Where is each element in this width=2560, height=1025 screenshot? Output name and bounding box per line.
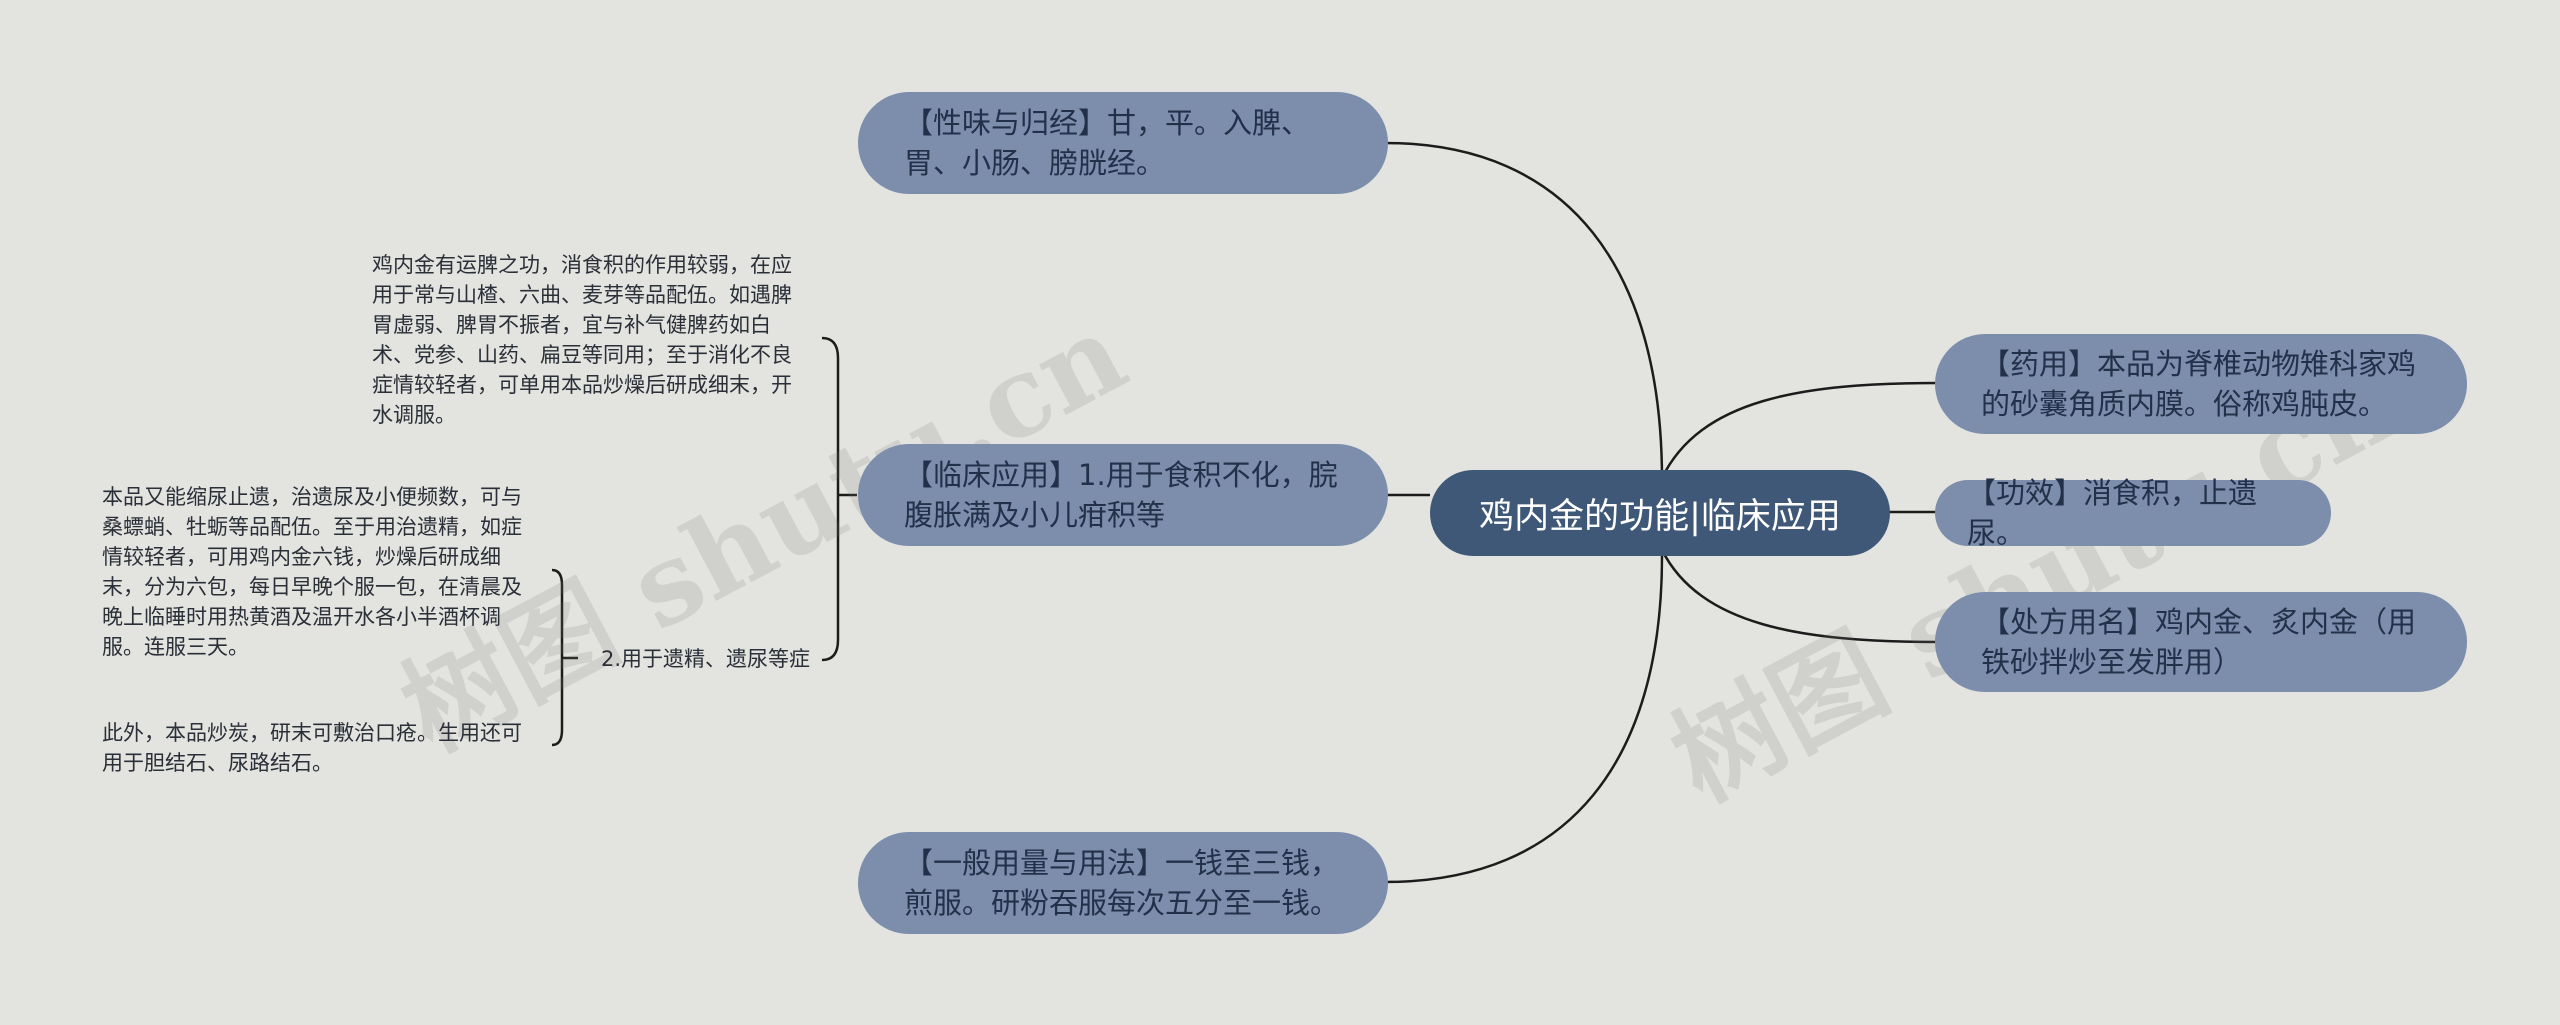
link-root-dosage	[1384, 555, 1664, 884]
branch-clinical[interactable]: 【临床应用】1.用于食积不化，脘腹胀满及小儿疳积等	[858, 444, 1388, 546]
note-enuresis-text: 本品又能缩尿止遗，治遗尿及小便频数，可与桑螵蛸、牡蛎等品配伍。至于用治遗精，如症…	[102, 485, 522, 659]
note-enuresis[interactable]: 本品又能缩尿止遗，治遗尿及小便频数，可与桑螵蛸、牡蛎等品配伍。至于用治遗精，如症…	[102, 482, 538, 659]
branch-dosage-label: 【一般用量与用法】一钱至三钱，煎服。研粉吞服每次五分至一钱。	[904, 846, 1340, 920]
link-root-prescription	[1660, 549, 1939, 644]
sub-topic-enuresis-label: 2.用于遗精、遗尿等症	[600, 647, 810, 671]
branch-prescription[interactable]: 【处方用名】鸡内金、炙内金（用铁砂拌炒至发胖用）	[1935, 592, 2467, 692]
branch-dosage[interactable]: 【一般用量与用法】一钱至三钱，煎服。研粉吞服每次五分至一钱。	[858, 832, 1388, 934]
link-root-source	[1660, 381, 1939, 479]
link-clinical-bracket	[821, 336, 857, 662]
link-sub2-bracket	[551, 568, 578, 747]
link-root-nature	[1384, 141, 1664, 481]
sub-topic-enuresis[interactable]: 2.用于遗精、遗尿等症	[580, 642, 810, 674]
branch-clinical-label: 【临床应用】1.用于食积不化，脘腹胀满及小儿疳积等	[904, 458, 1338, 532]
branch-nature[interactable]: 【性味与归经】甘，平。入脾、胃、小肠、膀胱经。	[858, 92, 1388, 194]
branch-source-label: 【药用】本品为脊椎动物雉科家鸡的砂囊角质内膜。俗称鸡肫皮。	[1981, 347, 2417, 421]
branch-prescription-label: 【处方用名】鸡内金、炙内金（用铁砂拌炒至发胖用）	[1981, 605, 2417, 679]
root-topic[interactable]: 鸡内金的功能|临床应用	[1430, 470, 1890, 556]
branch-effect-label: 【功效】消食积，止遗尿。	[1967, 476, 2258, 550]
branch-effect[interactable]: 【功效】消食积，止遗尿。	[1935, 476, 2331, 550]
branch-source[interactable]: 【药用】本品为脊椎动物雉科家鸡的砂囊角质内膜。俗称鸡肫皮。	[1935, 334, 2467, 434]
branch-nature-label: 【性味与归经】甘，平。入脾、胃、小肠、膀胱经。	[904, 106, 1311, 180]
note-digestion[interactable]: 鸡内金有运脾之功，消食积的作用较弱，在应用于常与山楂、六曲、麦芽等品配伍。如遇脾…	[372, 250, 812, 427]
note-other-uses-text: 此外，本品炒炭，研末可敷治口疮。生用还可用于胆结石、尿路结石。	[102, 721, 522, 775]
note-other-uses[interactable]: 此外，本品炒炭，研末可敷治口疮。生用还可用于胆结石、尿路结石。	[102, 718, 542, 782]
root-topic-label: 鸡内金的功能|临床应用	[1479, 496, 1841, 537]
note-digestion-text: 鸡内金有运脾之功，消食积的作用较弱，在应用于常与山楂、六曲、麦芽等品配伍。如遇脾…	[372, 253, 792, 427]
